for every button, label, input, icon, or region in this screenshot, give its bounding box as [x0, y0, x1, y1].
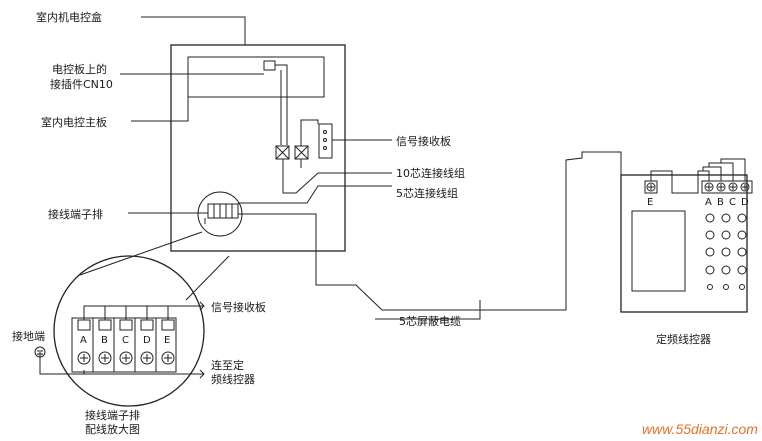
main-control-board: [187, 56, 325, 98]
controller-terminal-block: [701, 180, 753, 194]
signal-converter-2: [294, 145, 309, 160]
arrow-to-signal-board: [194, 301, 205, 311]
label-shield-cable: 5芯屏蔽电缆: [399, 314, 461, 328]
label-cable5: 5芯连接线组: [396, 186, 458, 200]
controller-label-a: A: [705, 197, 712, 208]
controller-label-b: B: [717, 197, 724, 208]
shield-cable-route: [238, 151, 622, 311]
zoom-terminal-c: C: [122, 335, 129, 346]
zoom-screw-d: [140, 351, 154, 365]
zoom-terminal-d: D: [143, 335, 151, 346]
zoom-screw-c: [119, 351, 133, 365]
ground-symbol: [34, 346, 46, 358]
controller-display: [631, 210, 686, 292]
zoom-screw-b: [98, 351, 112, 365]
label-to-controller-1: 连至定: [211, 358, 244, 372]
controller-label-d: D: [741, 197, 749, 208]
zoom-screw-e: [161, 351, 175, 365]
label-ground: 接地端: [12, 330, 45, 343]
signal-converter-1: [275, 145, 290, 160]
controller-ground-terminal: [644, 180, 658, 194]
label-terminal-strip: 接线端子排: [48, 207, 103, 221]
label-cable10: 10芯连接线组: [396, 166, 465, 180]
signal-receive-board: [318, 123, 333, 159]
zoom-terminal-a: A: [80, 335, 87, 346]
wired-controller: [620, 174, 748, 313]
label-zoom-caption-1: 接线端子排: [85, 408, 140, 422]
cn10-wire: [275, 64, 288, 145]
controller-label-e: E: [647, 197, 653, 208]
label-cn10-line1: 电控板上的: [52, 62, 107, 76]
zoom-terminal-b: B: [101, 335, 108, 346]
arrow-to-controller: [194, 369, 205, 379]
controller-label-c: C: [729, 197, 736, 208]
label-zoom-caption-2: 配线放大图: [85, 422, 140, 436]
terminal-strip-small: [204, 203, 239, 224]
label-controller: 定频线控器: [656, 332, 711, 346]
watermark: www.55dianzi.com: [642, 421, 758, 437]
indoor-control-box: [170, 44, 346, 252]
cn10-connector: [263, 60, 276, 71]
zoom-screw-a: [77, 351, 91, 365]
label-to-controller-2: 频线控器: [211, 372, 255, 386]
label-main-board: 室内电控主板: [41, 115, 107, 129]
zoom-terminal-strip: [71, 305, 194, 373]
label-cn10-line2: 接插件CN10: [50, 77, 113, 91]
label-signal-board: 信号接收板: [396, 134, 451, 148]
zoom-circle: [53, 255, 205, 407]
label-zoom-signal: 信号接收板: [211, 300, 266, 314]
zoom-terminal-e: E: [164, 335, 170, 346]
controller-buttons: [705, 213, 747, 290]
label-indoor-box: 室内机电控盒: [36, 10, 102, 24]
